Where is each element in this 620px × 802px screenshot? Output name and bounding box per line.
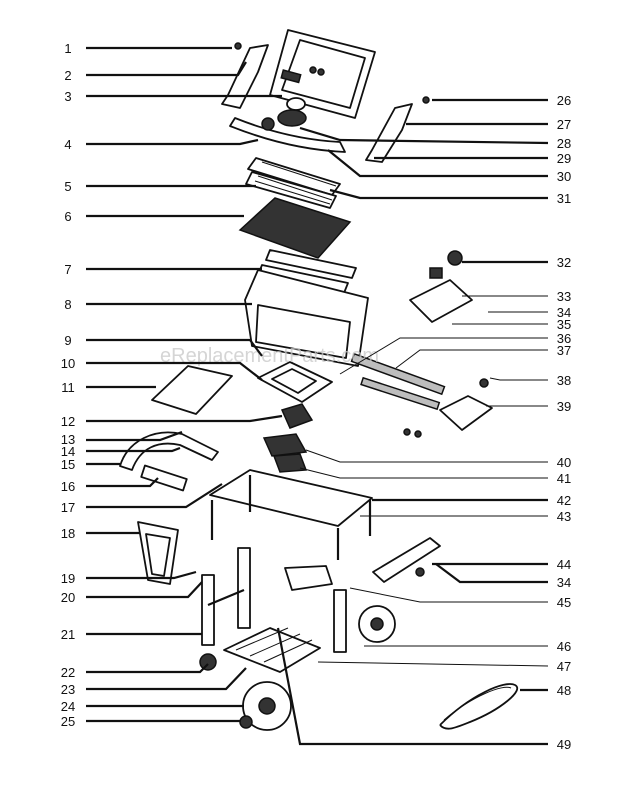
callout-label: 42 [557,493,571,508]
callout-label: 6 [64,209,71,224]
callout-label: 41 [557,471,571,486]
callout-label: 13 [61,432,75,447]
callout-label: 19 [61,571,75,586]
callout-label: 4 [64,137,71,152]
callout-leaders [86,46,549,746]
callout-label: 48 [557,683,571,698]
callout-label: 23 [61,682,75,697]
bottom-shelf-part [223,627,321,673]
callout-label: 34 [557,305,571,320]
callout-label: 39 [557,399,571,414]
callout-label: 37 [557,343,571,358]
callout-label: 2 [64,68,71,83]
callout-label: 1 [64,41,71,56]
callout-label: 16 [61,479,75,494]
callout-label: 35 [557,317,571,332]
callout-label: 26 [557,93,571,108]
callout-numbers-right: 26 27 28 29 30 31 32 33 34 35 36 37 38 3… [557,93,571,752]
briquette-plate-part [238,197,352,259]
grill-illustration [119,29,518,731]
callout-label: 18 [61,526,75,541]
side-handle-left-part [221,44,269,109]
callout-label: 24 [61,699,75,714]
callout-label: 14 [61,444,75,459]
callout-label: 22 [61,665,75,680]
callout-label: 40 [557,455,571,470]
callout-label: 45 [557,595,571,610]
callout-label: 49 [557,737,571,752]
callout-label: 38 [557,373,571,388]
callout-label: 28 [557,136,571,151]
callout-numbers-left: 1 2 3 4 5 6 7 8 9 10 11 12 13 14 15 16 1… [61,41,75,729]
callout-label: 12 [61,414,75,429]
callout-label: 30 [557,169,571,184]
callout-label: 31 [557,191,571,206]
callout-label: 27 [557,117,571,132]
callout-label: 10 [61,356,75,371]
callout-label: 47 [557,659,571,674]
callout-label: 3 [64,89,71,104]
callout-label: 29 [557,151,571,166]
callout-label: 20 [61,590,75,605]
callout-label: 15 [61,457,75,472]
gas-hose-part [439,683,518,730]
callout-label: 32 [557,255,571,270]
callout-label: 9 [64,333,71,348]
callout-label: 8 [64,297,71,312]
watermark-text: eReplacementParts.com [160,345,379,367]
callout-label: 46 [557,639,571,654]
callout-label: 21 [61,627,75,642]
callout-label: 44 [557,557,571,572]
callout-label: 34 [557,575,571,590]
callout-label: 43 [557,509,571,524]
callout-label: 7 [64,262,71,277]
callout-label: 33 [557,289,571,304]
callout-label: 17 [61,500,75,515]
cooking-grate-part [245,157,341,209]
side-handle-right-part [365,103,413,163]
side-table-part [151,365,233,415]
callout-label: 11 [61,380,75,395]
callout-label: 5 [64,179,71,194]
cart-frame-part [209,469,373,560]
callout-label: 36 [557,331,571,346]
callout-label: 25 [61,714,75,729]
